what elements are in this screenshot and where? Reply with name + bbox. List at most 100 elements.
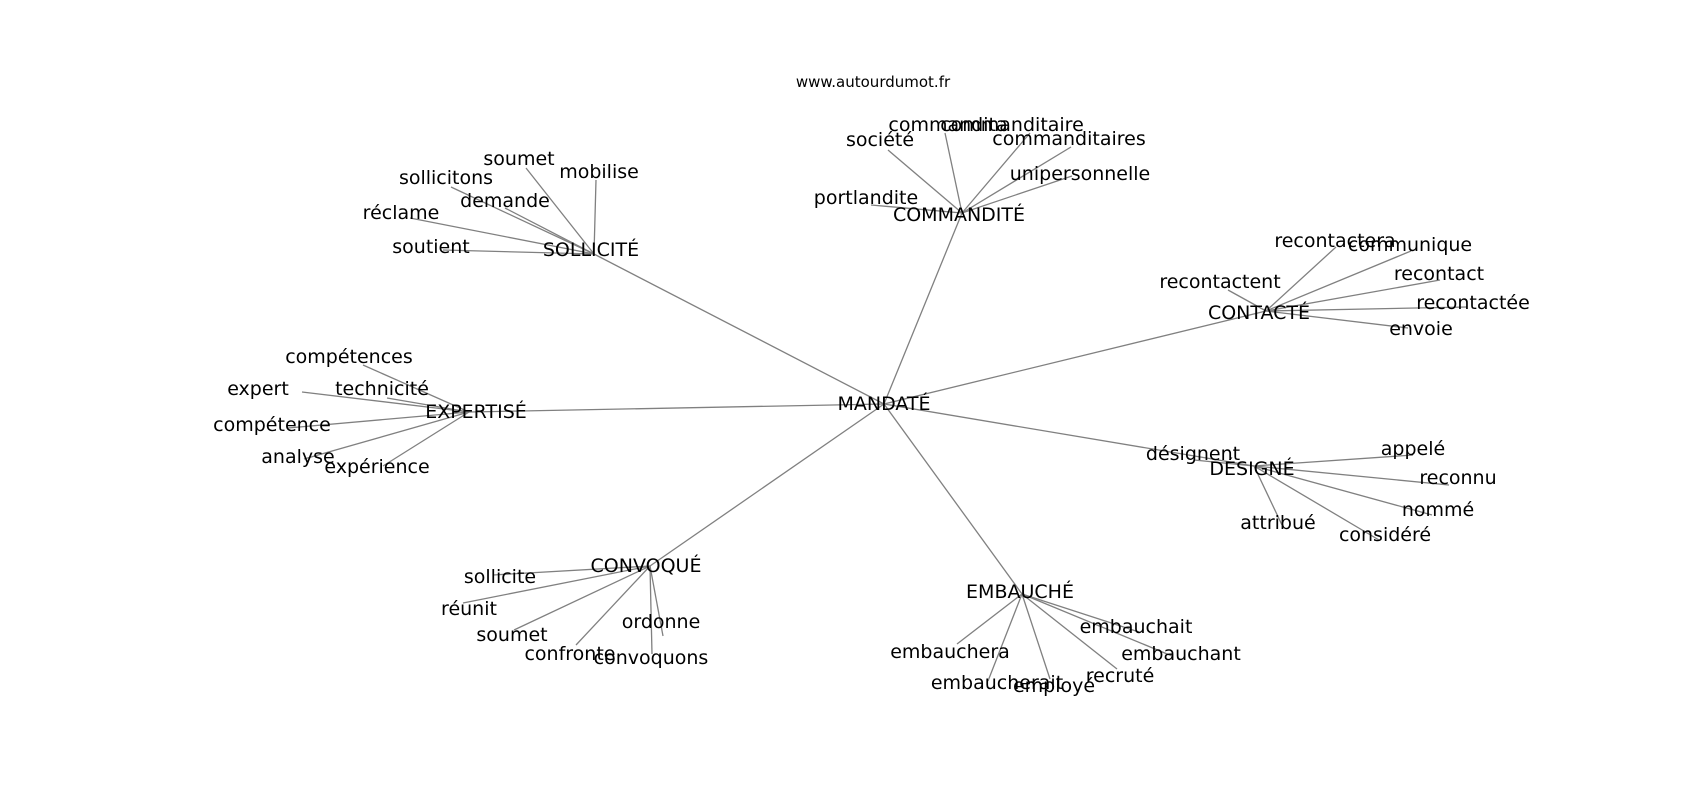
word-node-label: sollicite bbox=[464, 566, 536, 588]
edge-cluster-to-word bbox=[1265, 310, 1409, 329]
edge-cluster-to-word bbox=[287, 411, 470, 429]
word-node-label: commandita bbox=[888, 114, 1007, 136]
center-node-label: MANDATÉ bbox=[837, 392, 930, 415]
word-node-label: commanditaires bbox=[992, 128, 1145, 150]
word-node-label: recontactera bbox=[1274, 230, 1395, 252]
edge-cluster-to-word bbox=[513, 565, 651, 631]
site-watermark: www.autourdumot.fr bbox=[796, 73, 951, 91]
word-node-label: réclame bbox=[363, 202, 440, 224]
edge-cluster-to-word bbox=[1021, 593, 1140, 633]
edge-cluster-to-word bbox=[386, 397, 470, 413]
edge-cluster-to-word bbox=[303, 411, 470, 460]
edge-cluster-to-word bbox=[987, 593, 1023, 682]
cluster-node-label: EXPERTISÉ bbox=[425, 400, 527, 423]
edge-cluster-to-word bbox=[504, 207, 595, 255]
edge-cluster-to-word bbox=[462, 565, 651, 604]
word-node-label: recontact bbox=[1394, 263, 1484, 285]
edge-cluster-to-word bbox=[1253, 465, 1380, 541]
word-node-label: soutient bbox=[392, 236, 469, 258]
word-node-label: embaucherait bbox=[931, 672, 1063, 694]
cluster-node-label: COMMANDITÉ bbox=[893, 203, 1025, 226]
word-node-label: société bbox=[846, 129, 914, 151]
edge-center-to-cluster bbox=[593, 253, 885, 405]
edge-cluster-to-word bbox=[1265, 246, 1337, 312]
word-node-label: demande bbox=[460, 190, 550, 212]
edge-cluster-to-word bbox=[1193, 459, 1255, 467]
graph-edges bbox=[287, 132, 1468, 682]
word-node-label: envoie bbox=[1389, 318, 1453, 340]
edge-cluster-to-word bbox=[1253, 465, 1283, 526]
edge-cluster-to-word bbox=[409, 217, 595, 255]
word-node-label: soumet bbox=[483, 148, 554, 170]
edge-center-to-cluster bbox=[649, 403, 885, 567]
edge-cluster-to-word bbox=[525, 167, 595, 255]
word-node-label: compétences bbox=[285, 346, 413, 368]
word-node-label: portlandite bbox=[814, 187, 918, 209]
edge-center-to-cluster bbox=[883, 403, 1255, 467]
edge-cluster-to-word bbox=[1253, 454, 1414, 467]
word-node-label: appelé bbox=[1381, 438, 1445, 460]
edge-center-to-cluster bbox=[883, 403, 1023, 595]
cluster-node-label: CONTACTÉ bbox=[1208, 301, 1310, 324]
word-node-label: compétence bbox=[213, 414, 331, 436]
word-node-label: embauchera bbox=[890, 641, 1010, 663]
word-node-label: embauchant bbox=[1121, 643, 1241, 665]
word-node-label: désignent bbox=[1146, 443, 1240, 465]
cluster-node-label: CONVOQUÉ bbox=[591, 554, 702, 577]
word-node-label: recruté bbox=[1086, 665, 1155, 687]
word-node-label: considéré bbox=[1339, 524, 1431, 546]
word-node-label: reconnu bbox=[1419, 467, 1496, 489]
edge-cluster-to-word bbox=[450, 186, 595, 255]
word-node-label: communique bbox=[1348, 234, 1472, 256]
word-node-label: expérience bbox=[324, 456, 429, 478]
edge-cluster-to-word bbox=[649, 565, 664, 637]
edge-cluster-to-word bbox=[492, 565, 651, 576]
word-node-label: sollicitons bbox=[399, 167, 493, 189]
word-node-label: recontactée bbox=[1416, 292, 1530, 314]
word-node-label: commanditaire bbox=[940, 114, 1084, 136]
word-node-label: confronte bbox=[524, 643, 615, 665]
edge-cluster-to-word bbox=[956, 593, 1023, 645]
edge-cluster-to-word bbox=[870, 204, 963, 214]
edge-cluster-to-word bbox=[382, 411, 470, 467]
edge-cluster-to-word bbox=[1021, 593, 1118, 670]
word-node-label: ordonne bbox=[622, 611, 701, 633]
edge-cluster-to-word bbox=[1265, 306, 1468, 312]
edge-cluster-to-word bbox=[887, 149, 963, 214]
word-node-label: réunit bbox=[441, 598, 497, 620]
edge-cluster-to-word bbox=[442, 249, 595, 255]
graph-nodes: MANDATÉ COMMANDITÉ commanditairecommandita… bbox=[213, 114, 1530, 697]
cluster-node-label: DÉSIGNÉ bbox=[1209, 457, 1294, 480]
edge-cluster-to-word bbox=[961, 146, 1072, 214]
edge-cluster-to-word bbox=[301, 391, 470, 413]
edge-cluster-to-word bbox=[961, 175, 1073, 214]
edge-cluster-to-word bbox=[1227, 289, 1267, 312]
word-node-label: employé bbox=[1013, 675, 1095, 697]
cluster-node-label: EMBAUCHÉ bbox=[966, 580, 1074, 603]
word-node-label: attribué bbox=[1240, 512, 1315, 534]
word-node-label: expert bbox=[227, 378, 289, 400]
word-node-label: analyse bbox=[261, 446, 334, 468]
edge-cluster-to-word bbox=[1021, 593, 1173, 657]
word-node-label: recontactent bbox=[1159, 271, 1280, 293]
edge-cluster-to-word bbox=[1253, 465, 1433, 516]
edge-cluster-to-word bbox=[593, 179, 597, 255]
word-node-label: technicité bbox=[335, 378, 429, 400]
edge-cluster-to-word bbox=[944, 132, 963, 214]
word-node-label: unipersonnelle bbox=[1010, 163, 1150, 185]
edge-cluster-to-word bbox=[961, 132, 1031, 214]
word-node-label: embauchait bbox=[1080, 616, 1193, 638]
edge-center-to-cluster bbox=[883, 212, 963, 405]
word-node-label: soumet bbox=[476, 624, 547, 646]
edge-cluster-to-word bbox=[1021, 593, 1051, 680]
edge-center-to-cluster bbox=[883, 310, 1267, 405]
edge-cluster-to-word bbox=[1265, 250, 1412, 312]
cluster-node-label: SOLLICITÉ bbox=[543, 238, 639, 261]
word-node-label: mobilise bbox=[559, 161, 639, 183]
edge-cluster-to-word bbox=[1265, 279, 1441, 312]
edge-cluster-to-word bbox=[649, 565, 653, 655]
word-node-label: nommé bbox=[1402, 499, 1474, 521]
edge-cluster-to-word bbox=[362, 364, 470, 413]
edge-center-to-cluster bbox=[468, 403, 885, 413]
